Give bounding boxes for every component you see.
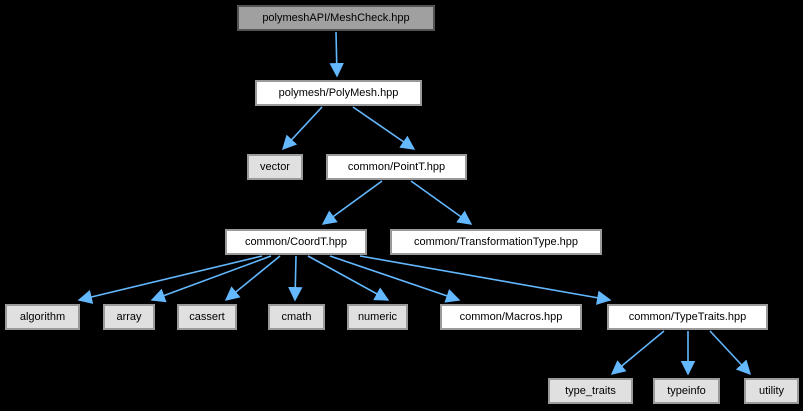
node-utility[interactable]: utility <box>744 378 799 404</box>
edge-coordt-array <box>150 255 272 303</box>
edge-polymesh-vector <box>282 106 323 151</box>
node-common-macros-hpp[interactable]: common/Macros.hpp <box>440 304 582 330</box>
node-common-typetraits-hpp[interactable]: common/TypeTraits.hpp <box>607 304 768 330</box>
edge-coordt-macros <box>329 255 461 303</box>
node-polymeshapi-meshcheck-hpp[interactable]: polymeshAPI/MeshCheck.hpp <box>237 5 435 31</box>
edge-coordt-algorithm <box>77 255 263 304</box>
node-common-coordt-hpp[interactable]: common/CoordT.hpp <box>225 229 367 255</box>
edge-coordt-numeric <box>307 255 390 301</box>
node-common-pointt-hpp[interactable]: common/PointT.hpp <box>326 154 467 180</box>
edge-coordt-typetraits <box>359 255 612 305</box>
edge-typetraits-type_traits <box>610 330 665 375</box>
edge-pointt-coordt <box>321 180 383 225</box>
edge-pointt-transformationtype <box>410 180 473 225</box>
edge-typetraits-utility <box>709 330 751 376</box>
edge-meshcheck-polymesh <box>329 31 344 78</box>
node-polymesh-polymesh-hpp[interactable]: polymesh/PolyMesh.hpp <box>255 80 422 106</box>
node-type-traits[interactable]: type_traits <box>548 378 633 404</box>
node-cmath[interactable]: cmath <box>268 304 325 330</box>
node-typeinfo[interactable]: typeinfo <box>653 378 720 404</box>
node-algorithm[interactable]: algorithm <box>5 304 80 330</box>
node-common-transformationtype-hpp[interactable]: common/TransformationType.hpp <box>390 229 602 255</box>
edge-coordt-cmath <box>288 255 303 302</box>
edge-polymesh-pointt <box>352 106 416 150</box>
node-cassert[interactable]: cassert <box>177 304 237 330</box>
node-vector[interactable]: vector <box>247 154 303 180</box>
edge-coordt-cassert <box>224 255 281 301</box>
node-numeric[interactable]: numeric <box>347 304 408 330</box>
node-array[interactable]: array <box>103 304 155 330</box>
